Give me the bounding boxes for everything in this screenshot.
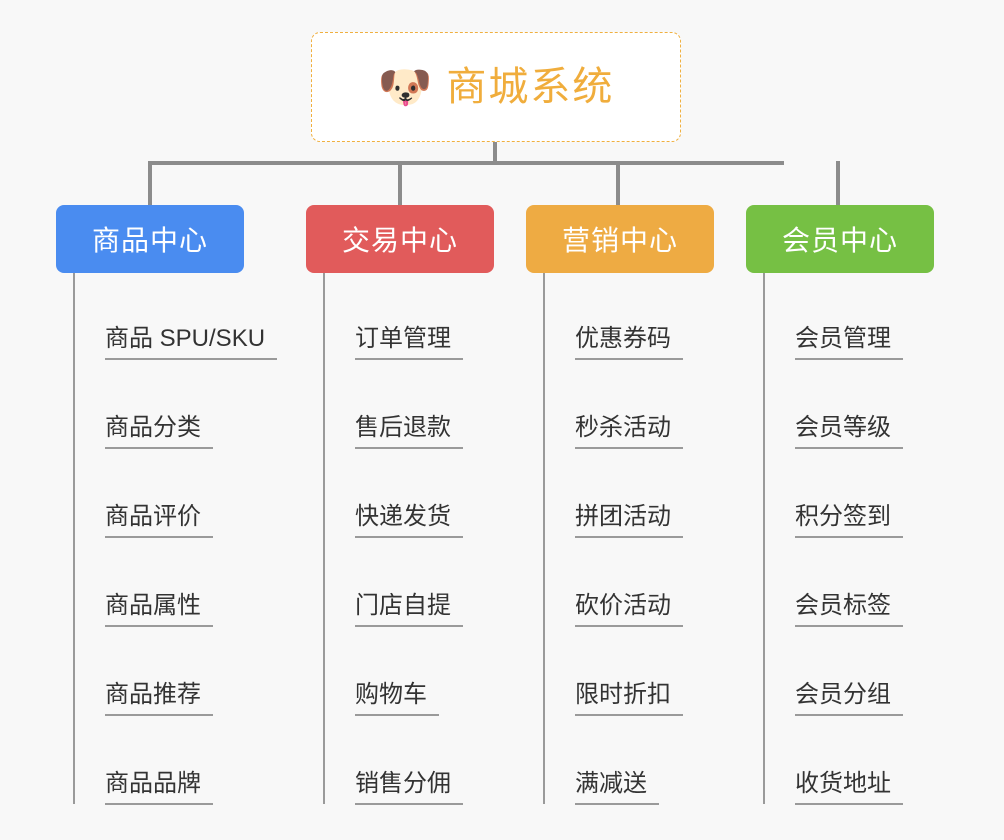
category-header-product-center[interactable]: 商品中心 bbox=[56, 205, 244, 273]
list-item[interactable]: 秒杀活动 bbox=[543, 359, 746, 449]
leaf-label: 会员等级 bbox=[795, 414, 903, 449]
list-item[interactable]: 收货地址 bbox=[763, 715, 966, 805]
list-item[interactable]: 会员管理 bbox=[763, 273, 966, 360]
leaf-label: 限时折扣 bbox=[575, 681, 683, 716]
connector-drop-1 bbox=[148, 161, 152, 205]
leaf-label: 商品分类 bbox=[105, 414, 213, 449]
list-item[interactable]: 商品 SPU/SKU bbox=[73, 273, 278, 360]
branch-column-trade-center: 交易中心 订单管理 售后退款 快递发货 门店自提 购物车 销售分佣 bbox=[306, 205, 526, 805]
list-item[interactable]: 订单管理 bbox=[323, 273, 526, 360]
list-item[interactable]: 优惠券码 bbox=[543, 273, 746, 360]
list-item[interactable]: 会员等级 bbox=[763, 359, 966, 449]
branch-column-product-center: 商品中心 商品 SPU/SKU 商品分类 商品评价 商品属性 商品推荐 商品品牌 bbox=[56, 205, 278, 805]
leaf-label: 门店自提 bbox=[355, 592, 463, 627]
list-item[interactable]: 积分签到 bbox=[763, 448, 966, 538]
leaf-label: 会员标签 bbox=[795, 592, 903, 627]
list-item[interactable]: 销售分佣 bbox=[323, 715, 526, 805]
list-item[interactable]: 售后退款 bbox=[323, 359, 526, 449]
list-item[interactable]: 商品推荐 bbox=[73, 626, 276, 716]
leaf-label: 会员管理 bbox=[795, 325, 903, 360]
leaf-label: 拼团活动 bbox=[575, 503, 683, 538]
connector-horizontal-bar bbox=[148, 161, 784, 165]
leaf-list-product-center: 商品 SPU/SKU 商品分类 商品评价 商品属性 商品推荐 商品品牌 bbox=[73, 273, 278, 805]
leaf-list-marketing-center: 优惠券码 秒杀活动 拼团活动 砍价活动 限时折扣 满减送 bbox=[543, 273, 746, 805]
list-item[interactable]: 门店自提 bbox=[323, 537, 526, 627]
list-item[interactable]: 会员标签 bbox=[763, 537, 966, 627]
list-item[interactable]: 满减送 bbox=[543, 715, 746, 805]
connector-drop-2 bbox=[398, 161, 402, 205]
list-item[interactable]: 限时折扣 bbox=[543, 626, 746, 716]
leaf-label: 商品推荐 bbox=[105, 681, 213, 716]
category-header-marketing-center[interactable]: 营销中心 bbox=[526, 205, 714, 273]
leaf-label: 销售分佣 bbox=[355, 770, 463, 805]
root-node[interactable]: 🐶 商城系统 bbox=[311, 32, 681, 142]
leaf-label: 积分签到 bbox=[795, 503, 903, 538]
leaf-label: 会员分组 bbox=[795, 681, 903, 716]
leaf-label: 商品评价 bbox=[105, 503, 213, 538]
list-item[interactable]: 砍价活动 bbox=[543, 537, 746, 627]
root-node-title: 商城系统 bbox=[446, 65, 615, 109]
list-item[interactable]: 快递发货 bbox=[323, 448, 526, 538]
branch-column-member-center: 会员中心 会员管理 会员等级 积分签到 会员标签 会员分组 收货地址 bbox=[746, 205, 966, 805]
list-item[interactable]: 拼团活动 bbox=[543, 448, 746, 538]
leaf-label: 商品品牌 bbox=[105, 770, 213, 805]
connector-drop-3 bbox=[616, 161, 620, 205]
leaf-label: 满减送 bbox=[575, 770, 659, 805]
shiba-dog-face-icon: 🐶 bbox=[377, 63, 433, 112]
category-header-member-center[interactable]: 会员中心 bbox=[746, 205, 934, 273]
leaf-label: 砍价活动 bbox=[575, 592, 683, 627]
leaf-label: 优惠券码 bbox=[575, 325, 683, 360]
leaf-label: 订单管理 bbox=[355, 325, 463, 360]
list-item[interactable]: 商品分类 bbox=[73, 359, 276, 449]
list-item[interactable]: 商品评价 bbox=[73, 448, 276, 538]
list-item[interactable]: 商品品牌 bbox=[73, 715, 276, 805]
leaf-list-trade-center: 订单管理 售后退款 快递发货 门店自提 购物车 销售分佣 bbox=[323, 273, 526, 805]
leaf-label: 商品 SPU/SKU bbox=[105, 325, 278, 360]
list-item[interactable]: 购物车 bbox=[323, 626, 526, 716]
leaf-label: 秒杀活动 bbox=[575, 414, 683, 449]
leaf-label: 购物车 bbox=[355, 681, 439, 716]
leaf-label: 快递发货 bbox=[355, 503, 463, 538]
list-item[interactable]: 会员分组 bbox=[763, 626, 966, 716]
leaf-label: 售后退款 bbox=[355, 414, 463, 449]
branch-column-marketing-center: 营销中心 优惠券码 秒杀活动 拼团活动 砍价活动 限时折扣 满减送 bbox=[526, 205, 746, 805]
connector-stem bbox=[493, 142, 497, 164]
leaf-list-member-center: 会员管理 会员等级 积分签到 会员标签 会员分组 收货地址 bbox=[763, 273, 966, 805]
category-header-trade-center[interactable]: 交易中心 bbox=[306, 205, 494, 273]
connector-drop-4 bbox=[836, 161, 840, 205]
leaf-label: 收货地址 bbox=[795, 770, 903, 805]
list-item[interactable]: 商品属性 bbox=[73, 537, 276, 627]
leaf-label: 商品属性 bbox=[105, 592, 213, 627]
